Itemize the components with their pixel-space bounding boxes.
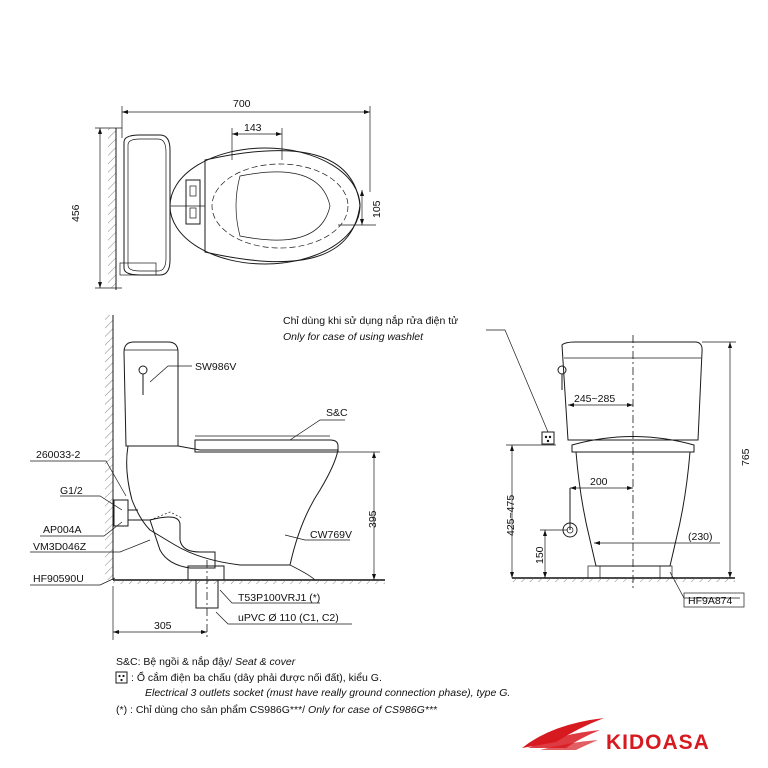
dimension-143: 143 xyxy=(244,122,262,134)
washlet-note-vi: Chỉ dùng khi sử dụng nắp rửa điện tử xyxy=(283,314,458,327)
dimension-200: 200 xyxy=(590,476,608,488)
dimension-245-285: 245~285 xyxy=(574,393,615,405)
tank-outline-top xyxy=(123,134,171,276)
stop-valve xyxy=(113,499,129,527)
washlet-note-en: Only for case of using washlet xyxy=(283,331,424,343)
brand-wave-icon xyxy=(522,718,604,748)
tank-outline-side xyxy=(123,341,179,447)
electrical-socket xyxy=(541,431,555,445)
side-view: 395 305 SW986V S&C 260033-2 G1/2 AP004A … xyxy=(30,315,385,640)
legend-star-vi: (*) : Chỉ dùng cho sản phẩm CS986G***/ xyxy=(116,704,305,716)
wall-hatch-top xyxy=(108,128,116,288)
socket-symbol-icon xyxy=(115,671,128,684)
tank-outline-front xyxy=(561,341,703,441)
label-260033-2: 260033-2 xyxy=(36,449,81,461)
legend-star-en: Only for case of CS986G*** xyxy=(305,704,438,716)
front-view: Chỉ dùng khi sử dụng nắp rửa điện tử Onl… xyxy=(283,314,752,608)
legend-sc-prefix: S&C: Bệ ngồi & nắp đậy/ xyxy=(116,655,232,668)
dimension-456: 456 xyxy=(70,204,82,222)
seat-front xyxy=(571,436,695,453)
label-sc: S&C xyxy=(326,407,348,419)
legend-sc: S&C: Bệ ngồi & nắp đậy/ Seat & cover xyxy=(116,655,296,668)
top-view: 700 456 143 105 xyxy=(70,98,383,290)
legend: S&C: Bệ ngồi & nắp đậy/ Seat & cover : Ổ… xyxy=(115,655,510,716)
label-hf90590u: HF90590U xyxy=(33,573,84,585)
seat-hinge xyxy=(185,179,201,225)
legend-socket-en: Electrical 3 outlets socket (must have r… xyxy=(145,687,510,699)
dimension-150: 150 xyxy=(534,546,546,564)
dimension-105: 105 xyxy=(371,200,383,218)
label-g1-2: G1/2 xyxy=(60,485,83,497)
seat-cover-side xyxy=(194,439,339,453)
label-upvc: uPVC Ø 110 (C1, C2) xyxy=(238,612,339,624)
brand-name: KIDOASA xyxy=(606,731,710,754)
dimension-700: 700 xyxy=(233,98,251,110)
dimension-230: (230) xyxy=(688,531,713,543)
label-cw769v: CW769V xyxy=(310,529,352,541)
bowl-outline-side xyxy=(126,445,339,566)
legend-star-note: (*) : Chỉ dùng cho sản phẩm CS986G***/ O… xyxy=(116,704,438,716)
label-hf9a874: HF9A874 xyxy=(688,595,733,607)
legend-socket-vi: : Ổ cắm điện ba chấu (dây phải được nối … xyxy=(131,671,382,684)
wall-hatch-side xyxy=(105,315,113,580)
label-t53p100vrj1: T53P100VRJ1 (*) xyxy=(238,592,320,604)
brand-logo: KIDOASA xyxy=(522,718,710,754)
label-ap004a: AP004A xyxy=(43,524,82,536)
dimension-305: 305 xyxy=(154,620,172,632)
siphon-trap xyxy=(149,516,216,569)
dimension-395: 395 xyxy=(367,510,379,528)
dimension-425-475: 425~475 xyxy=(505,495,517,536)
legend-sc-en: Seat & cover xyxy=(232,656,296,668)
dimension-765: 765 xyxy=(740,448,752,466)
label-vm3d046z: VM3D046Z xyxy=(33,541,87,553)
bowl-outline-front xyxy=(575,451,691,567)
label-sw986v: SW986V xyxy=(195,361,236,373)
